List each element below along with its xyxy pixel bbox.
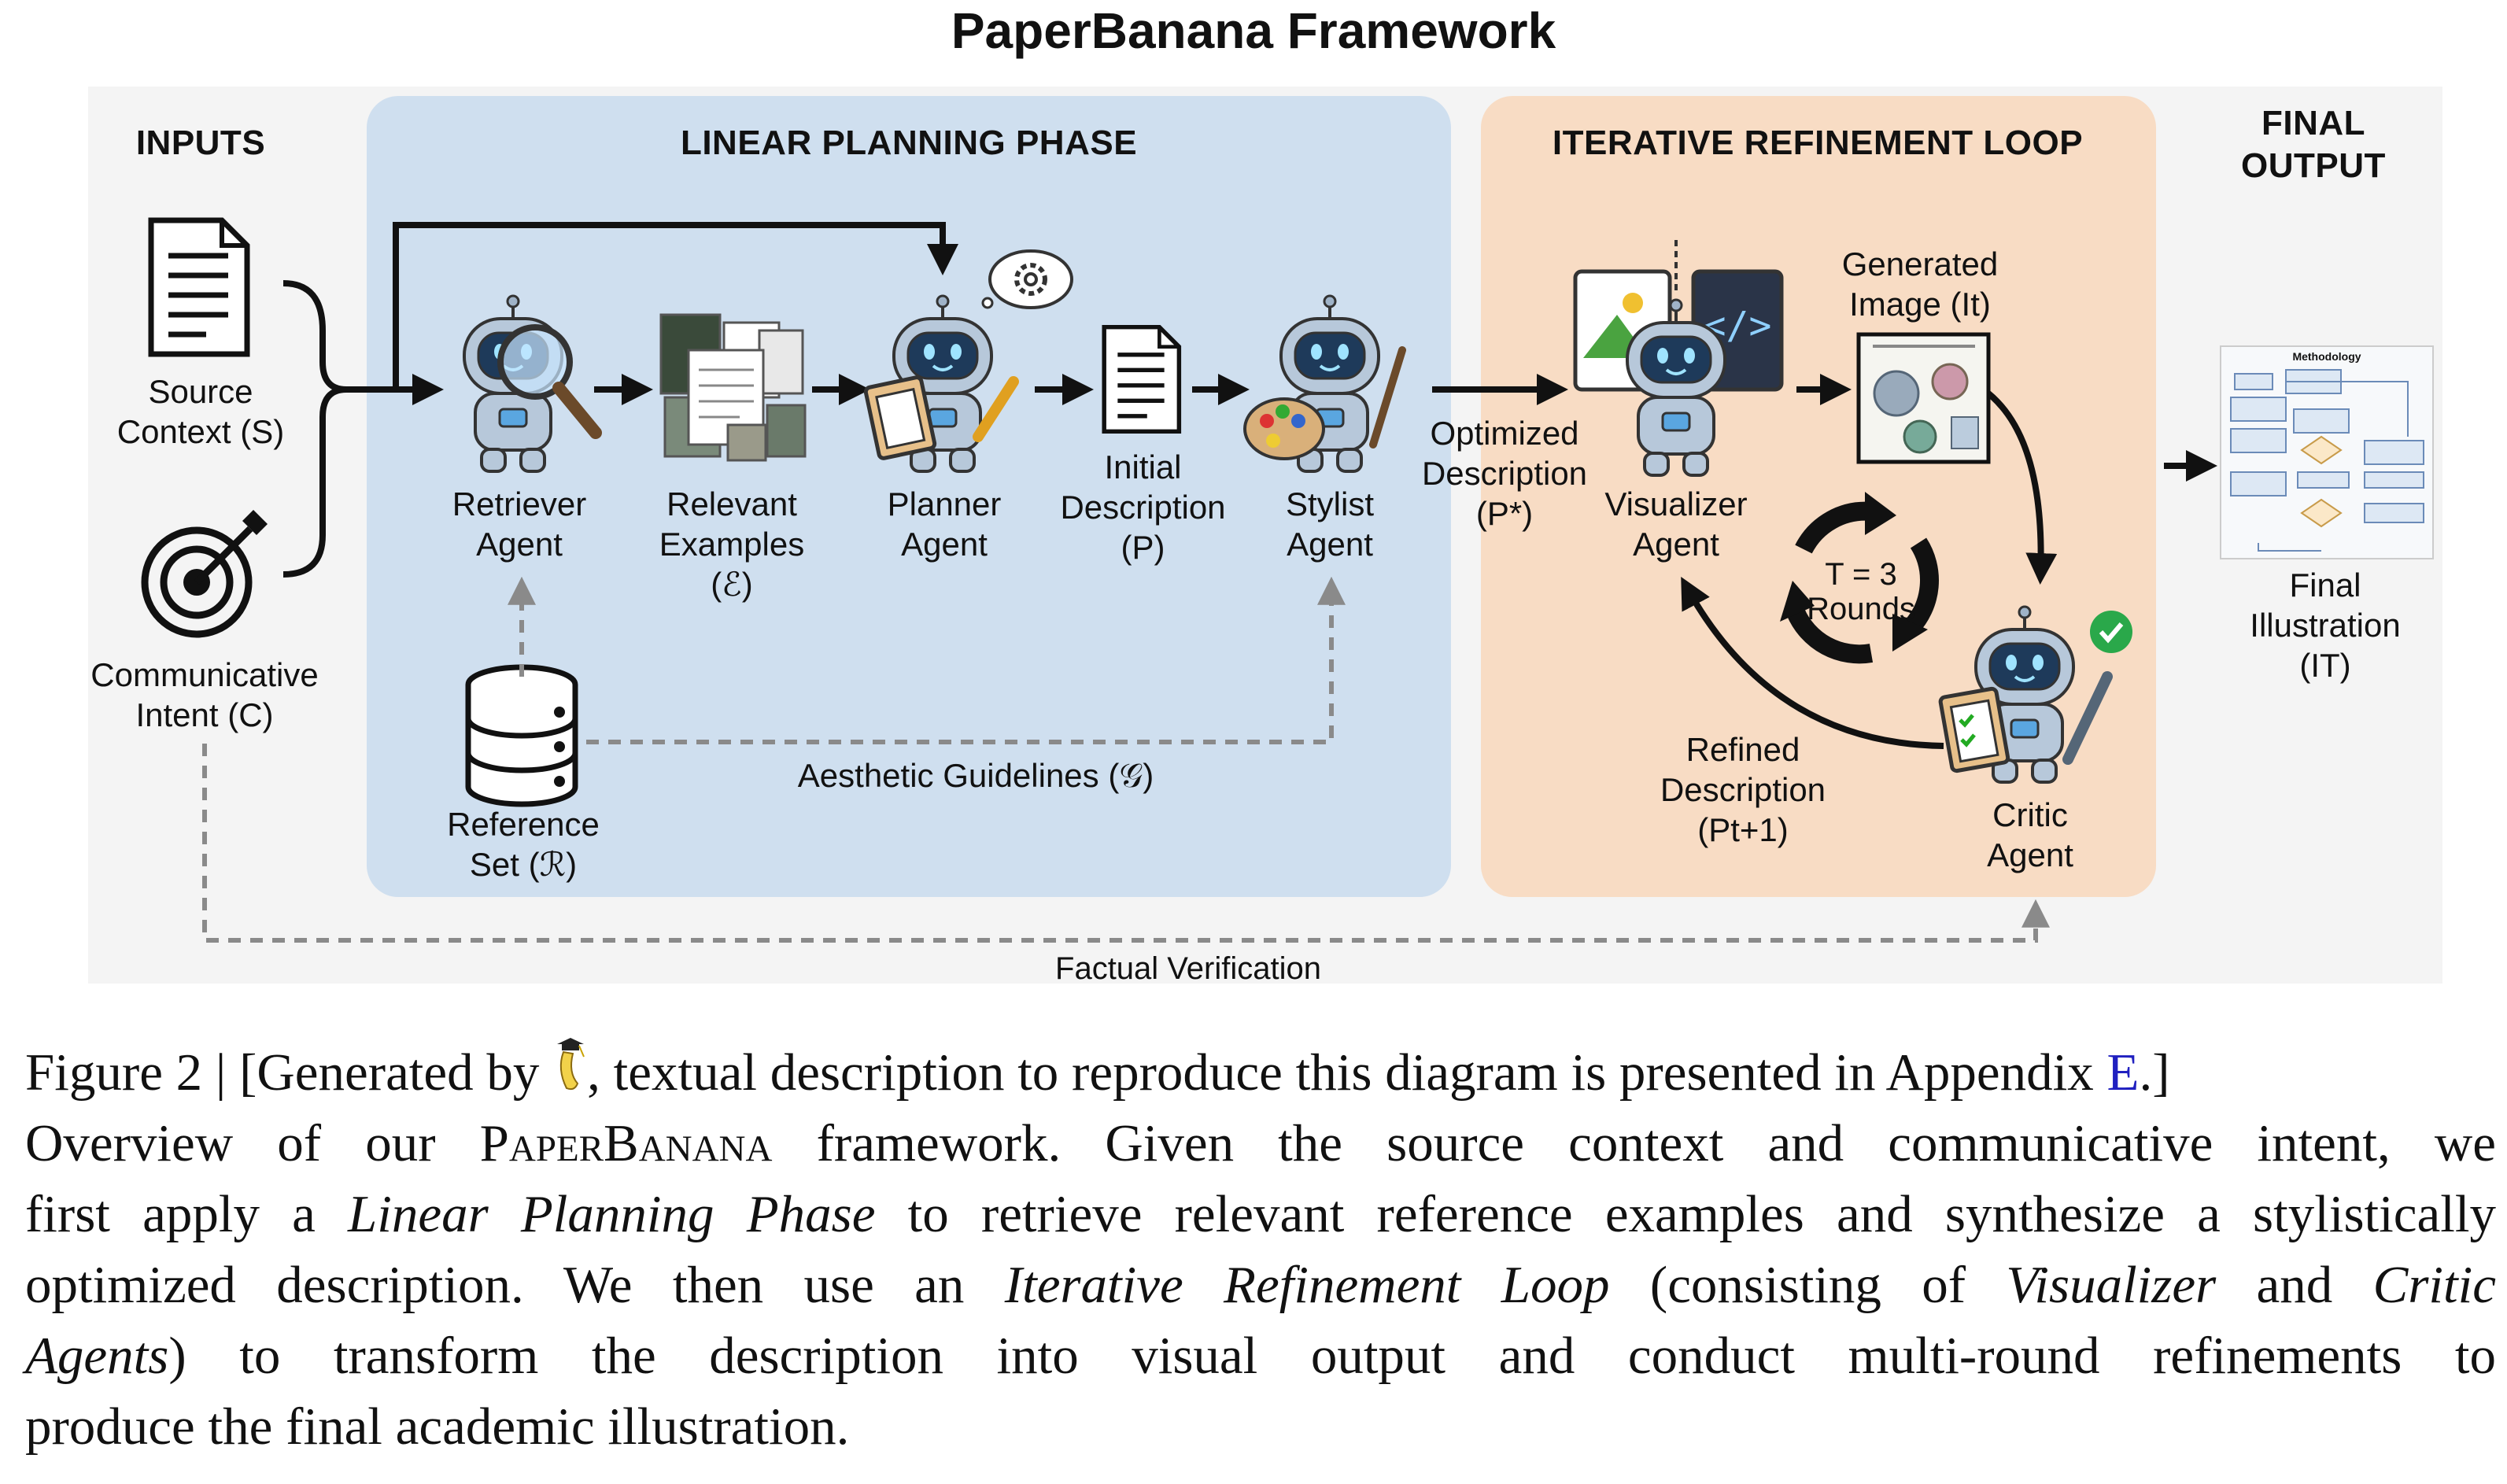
planner-robot-icon: [863, 294, 1019, 473]
retriever-robot-icon: [463, 294, 602, 473]
framework-diagram: </>: [88, 2, 2442, 986]
caption-line-1: Figure 2 | [Generated by , textual descr…: [25, 1037, 2496, 1108]
check-badge-icon: [2090, 611, 2132, 653]
section-inputs: INPUTS: [135, 124, 266, 162]
section-linear-planning: LINEAR PLANNING PHASE: [680, 124, 1138, 162]
caption-line-5: Agents) to transform the description int…: [25, 1327, 2496, 1385]
generated-image-thumbnail: [1856, 332, 1991, 464]
dashed-arrow-factual-verification: [202, 744, 2050, 943]
dashed-arrow-guidelines-to-stylist: [586, 576, 1346, 744]
critic-robot-icon: [1938, 605, 2113, 784]
reference-database-icon: [465, 664, 578, 807]
caption-line-3: first apply a Linear Planning Phase to r…: [25, 1185, 2496, 1243]
section-iterative-refinement: ITERATIVE REFINEMENT LOOP: [1552, 124, 2084, 162]
caption-line-6: produce the final academic illustration.: [25, 1397, 850, 1456]
label-factual-verification: Factual Verification: [1055, 951, 1321, 986]
arrow-critic-to-visualizer: [1681, 576, 1944, 749]
diagram-title: PaperBanana Framework: [951, 2, 1556, 59]
diagram-canvas: </>: [88, 87, 2442, 984]
arrow-inputs-to-planner: [393, 222, 958, 389]
final-illustration-thumbnail: Methodology: [2220, 345, 2434, 559]
initial-description-doc-icon: [1104, 327, 1179, 432]
caption-line-2: Overview of our PaperBanana framework. G…: [25, 1114, 2496, 1172]
label-aesthetic-guidelines: Aesthetic Guidelines (𝒢): [797, 757, 1154, 794]
banana-icon: [557, 1038, 585, 1091]
examples-image-stack-icon: [659, 313, 807, 462]
caption-line-4: optimized description. We then use an It…: [25, 1256, 2496, 1314]
refinement-cycle-icon: [1780, 492, 1939, 664]
linear-planning-panel: [367, 96, 1451, 897]
appendix-link[interactable]: E: [2106, 1043, 2140, 1102]
target-icon: [141, 510, 268, 638]
thought-gear-icon: [981, 249, 1073, 309]
stylist-robot-icon: [1243, 294, 1406, 473]
arrow-image-to-critic: [1986, 390, 2058, 585]
figure-caption: Figure 2 | [Generated by , textual descr…: [25, 1037, 2496, 1462]
document-icon: [151, 220, 247, 354]
thumbnail-title: Methodology: [2292, 350, 2361, 363]
